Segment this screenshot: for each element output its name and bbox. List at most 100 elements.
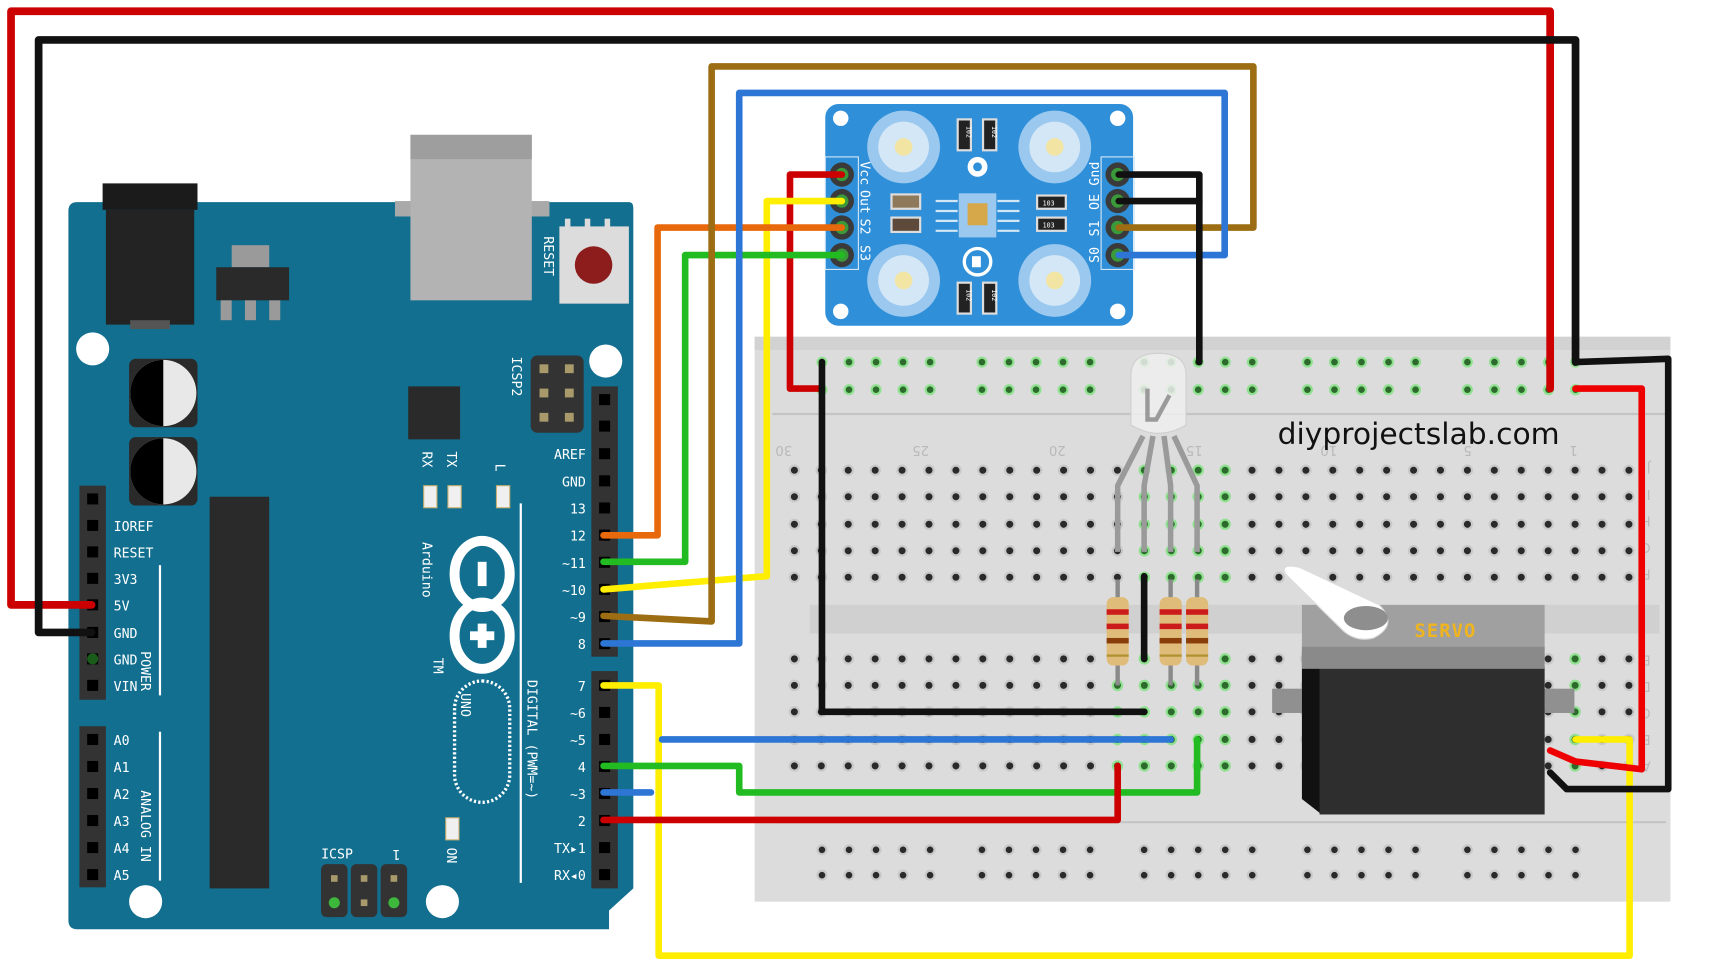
arduino-logo	[449, 535, 515, 674]
breadboard-hole	[842, 760, 854, 772]
header-pin[interactable]	[599, 733, 611, 745]
power-rail-hole	[1003, 356, 1015, 368]
header-pin[interactable]	[599, 394, 611, 406]
breadboard-hole	[1273, 760, 1285, 772]
header-pin[interactable]	[87, 842, 99, 854]
smd-capacitor	[890, 216, 922, 234]
digital-section-label: DIGITAL (PWM=~)	[523, 680, 538, 799]
smd-resistor: 102	[956, 281, 973, 315]
power-rail-hole	[1057, 356, 1069, 368]
breadboard-hole	[923, 679, 935, 692]
breadboard-hole	[1030, 545, 1043, 557]
header-pin[interactable]	[87, 493, 99, 505]
breadboard-hole	[950, 518, 962, 531]
power-rail-hole	[1461, 356, 1473, 368]
breadboard-hole	[788, 571, 801, 584]
breadboard-hole	[788, 679, 801, 692]
header-pin[interactable]	[599, 448, 611, 460]
header-pin[interactable]	[599, 869, 611, 881]
power-rail-hole	[1328, 356, 1340, 368]
power-rail-hole	[1488, 384, 1500, 396]
col-label-30: 30	[775, 442, 792, 457]
breadboard-hole	[1057, 571, 1070, 584]
wires	[7, 7, 1672, 960]
breadboard-hole	[1300, 464, 1312, 476]
header-pin[interactable]	[599, 420, 611, 432]
breadboard-hole	[1542, 464, 1554, 476]
breadboard-hole	[1515, 464, 1527, 476]
breadboard-hole	[1569, 518, 1581, 531]
power-plug-icon	[962, 246, 993, 277]
breadboard-hole	[869, 545, 881, 557]
sensor-pin-label-s0: S0	[1088, 247, 1103, 263]
breadboard-hole	[1327, 464, 1339, 476]
header-pin[interactable]	[87, 546, 99, 558]
breadboard-hole	[1084, 490, 1097, 503]
sensor-white-led	[867, 244, 941, 317]
breadboard-hole	[1380, 518, 1393, 531]
breadboard-hole	[1461, 545, 1474, 557]
power-rail-hole	[1515, 844, 1527, 856]
breadboard-hole	[1057, 490, 1070, 503]
power-rail-hole	[1488, 356, 1500, 368]
header-pin[interactable]	[87, 815, 99, 827]
breadboard-hole	[1246, 733, 1258, 746]
rx-led	[423, 485, 438, 509]
header-pin[interactable]	[87, 572, 99, 584]
breadboard-hole	[842, 464, 854, 476]
tx-led	[447, 485, 462, 509]
trademark: TM	[430, 658, 445, 674]
breadboard-hole	[1488, 490, 1501, 503]
header-pin[interactable]	[599, 706, 611, 718]
breadboard-hole	[977, 464, 989, 476]
wire-servo-gnd	[1546, 355, 1672, 793]
breadboard-hole	[923, 760, 935, 772]
breadboard-hole	[1219, 706, 1231, 718]
smd-resistor: 102	[981, 281, 998, 315]
row-label-b: B	[1641, 731, 1650, 746]
digital-pin-label: TX▸1	[554, 842, 586, 857]
breadboard-hole	[1569, 464, 1581, 476]
breadboard-hole	[1084, 545, 1097, 557]
breadboard-hole	[869, 571, 881, 584]
power-rail-hole	[1219, 356, 1231, 368]
header-pin[interactable]	[599, 502, 611, 514]
uno-label: UNO	[457, 693, 472, 717]
breadboard-hole	[842, 490, 854, 503]
wire-sensor-s1	[600, 63, 1257, 625]
breadboard-hole	[869, 760, 881, 772]
rgb-led	[1114, 352, 1200, 552]
digital-pin-label: 8	[578, 638, 586, 653]
breadboard-hole	[1004, 545, 1016, 557]
smd-resistor: 103	[1036, 194, 1067, 210]
power-rail-hole	[1084, 844, 1096, 856]
power-rail-hole	[1246, 356, 1258, 368]
sensor-pin-label-gnd: Gnd	[1088, 162, 1103, 186]
breadboard-hole	[1030, 464, 1043, 476]
header-pin[interactable]	[87, 869, 99, 881]
breadboard-hole	[1057, 653, 1070, 665]
analog-pin-label: A2	[114, 788, 130, 803]
breadboard-hole	[1380, 490, 1393, 503]
power-rail-hole	[1461, 384, 1473, 396]
breadboard-hole	[1246, 706, 1258, 718]
mount-hole	[589, 344, 623, 378]
header-pin[interactable]	[87, 519, 99, 531]
header-pin[interactable]	[87, 679, 99, 691]
power-rail-hole	[1084, 384, 1096, 396]
header-pin[interactable]	[87, 787, 99, 800]
header-pin[interactable]	[87, 760, 99, 773]
digital-pin-label: ~9	[570, 611, 586, 626]
breadboard-hole	[869, 679, 881, 692]
breadboard-hole	[923, 653, 935, 665]
header-pin[interactable]	[599, 842, 611, 854]
watermark: diyprojectslab.com	[1278, 417, 1560, 452]
power-pin-label: 3V3	[114, 573, 138, 588]
breadboard-hole	[1542, 490, 1554, 503]
reset-button[interactable]	[559, 218, 629, 304]
header-pin[interactable]	[599, 475, 611, 487]
breadboard-hole	[1515, 490, 1527, 503]
row-label-a: A	[1642, 758, 1651, 773]
header-pin[interactable]	[87, 733, 99, 745]
breadboard-hole	[1434, 545, 1447, 557]
